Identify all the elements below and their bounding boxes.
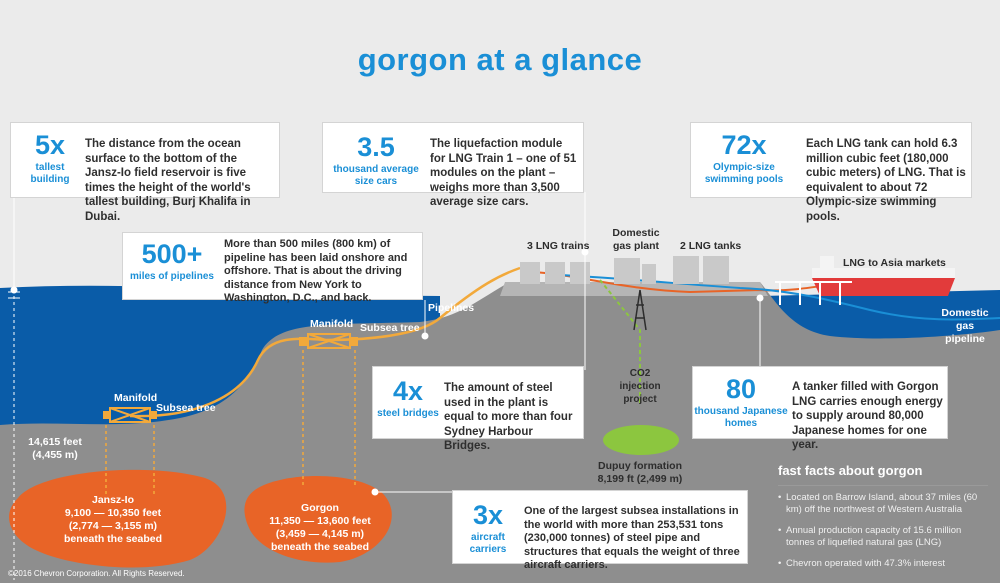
co2-rig — [633, 289, 647, 331]
stat-carriers-value: 3x — [472, 500, 504, 530]
desc-carriers: One of the largest subsea installations … — [524, 505, 740, 571]
lng-tanks — [673, 256, 729, 284]
stat-carriers-label: aircraft carriers — [469, 532, 507, 555]
desc-bridges: The amount of steel used in the plant is… — [444, 382, 573, 452]
label-manifold-lower: Manifold — [114, 392, 158, 404]
card-homes — [692, 366, 948, 439]
fast-facts: fast facts about gorgon Located on Barro… — [778, 463, 988, 579]
card-cars — [322, 122, 584, 193]
stat-homes-label: thousand Japanese homes — [694, 406, 788, 429]
desc-cars: The liquefaction module for LNG Train 1 … — [430, 138, 577, 208]
stat-tallest-label: tallest building — [30, 162, 70, 185]
stat-cars-value: 3.5 — [357, 132, 395, 162]
stat-bridges: 4x steel bridges — [374, 378, 442, 420]
label-jansz-name: Jansz-Io — [91, 494, 134, 506]
stat-carriers: 3x aircraft carriers — [456, 502, 520, 556]
card-tallest-building — [10, 122, 280, 198]
card-pools — [690, 122, 972, 198]
stat-pools-label: Olympic-size swimming pools — [704, 162, 784, 185]
page-title: gorgon at a glance — [357, 42, 643, 77]
stat-pools: 72x Olympic-size swimming pools — [692, 132, 796, 186]
label-lng-asia: LNG to Asia markets — [843, 257, 946, 269]
label-pipelines: Pipelines — [428, 302, 475, 314]
pipeline-domestic — [559, 274, 1000, 321]
fast-fact-item: Located on Barrow Island, about 37 miles… — [778, 492, 988, 516]
desc-homes: A tanker filled with Gorgon LNG carries … — [792, 381, 943, 451]
stat-cars: 3.5 thousand average size cars — [324, 134, 428, 188]
copyright: ©2016 Chevron Corporation. All Rights Re… — [8, 569, 185, 578]
desc-pipelines: More than 500 miles (800 km) of pipeline… — [224, 238, 408, 304]
label-dupuy: Dupuy formation 8,199 ft (2,499 m) — [597, 460, 683, 485]
pipeline-green — [599, 279, 641, 405]
stat-cars-label: thousand average size cars — [333, 164, 419, 187]
stat-tallest-value: 5x — [34, 130, 66, 160]
manifold-lower-structure — [103, 407, 157, 423]
fast-facts-title: fast facts about gorgon — [778, 463, 988, 486]
gorgon-reservoir — [244, 476, 392, 563]
jetty — [775, 281, 852, 305]
stat-tallest: 5x tallest building — [18, 132, 82, 186]
label-jansz-depth: 9,100 — 10,350 feet (2,774 — 3,155 m) be… — [63, 507, 163, 545]
card-pipelines — [122, 232, 423, 300]
desc-pools: Each LNG tank can hold 6.3 million cubic… — [806, 138, 966, 223]
manifold-upper-structure — [299, 333, 358, 349]
stat-homes-value: 80 — [725, 374, 757, 404]
jansz-reservoir — [9, 469, 227, 568]
dupuy-formation — [603, 425, 679, 455]
stat-pipelines-label: miles of pipelines — [130, 271, 214, 282]
label-gorgon-depth: 11,350 — 13,600 feet (3,459 — 4,145 m) b… — [269, 515, 371, 553]
fast-fact-item: Chevron operated with 47.3% interest — [778, 558, 988, 570]
label-lng-tanks: 2 LNG tanks — [680, 240, 742, 252]
desc-tallest: The distance from the ocean surface to t… — [85, 138, 251, 223]
label-co2-project: CO2 injection project — [619, 368, 661, 405]
label-subsea-tree-upper: Subsea tree — [360, 322, 420, 334]
label-lng-trains: 3 LNG trains — [527, 240, 590, 252]
label-subsea-tree-lower: Subsea tree — [156, 402, 216, 414]
label-gorgon-name: Gorgon — [301, 502, 339, 514]
domestic-gas-plant — [614, 258, 656, 284]
fast-fact-item: Annual production capacity of 15.6 milli… — [778, 525, 988, 549]
label-depth: 14,615 feet (4,455 m) — [28, 436, 82, 461]
card-carriers — [452, 490, 748, 564]
wells — [105, 350, 356, 495]
card-bridges — [372, 366, 584, 439]
stat-pipelines: 500+ miles of pipelines — [124, 241, 220, 283]
label-domestic-gas-plant: Domestic gas plant — [612, 227, 660, 252]
stat-pools-value: 72x — [721, 130, 767, 160]
island-surface — [500, 282, 768, 296]
label-manifold-upper: Manifold — [310, 318, 354, 330]
stat-bridges-value: 4x — [392, 376, 424, 406]
stat-bridges-label: steel bridges — [377, 408, 439, 419]
stat-homes: 80 thousand Japanese homes — [694, 376, 788, 430]
stat-pipelines-value: 500+ — [141, 239, 203, 269]
lng-trains — [520, 262, 590, 284]
label-domestic-gas-pipeline: Domestic gas pipeline — [941, 307, 989, 345]
